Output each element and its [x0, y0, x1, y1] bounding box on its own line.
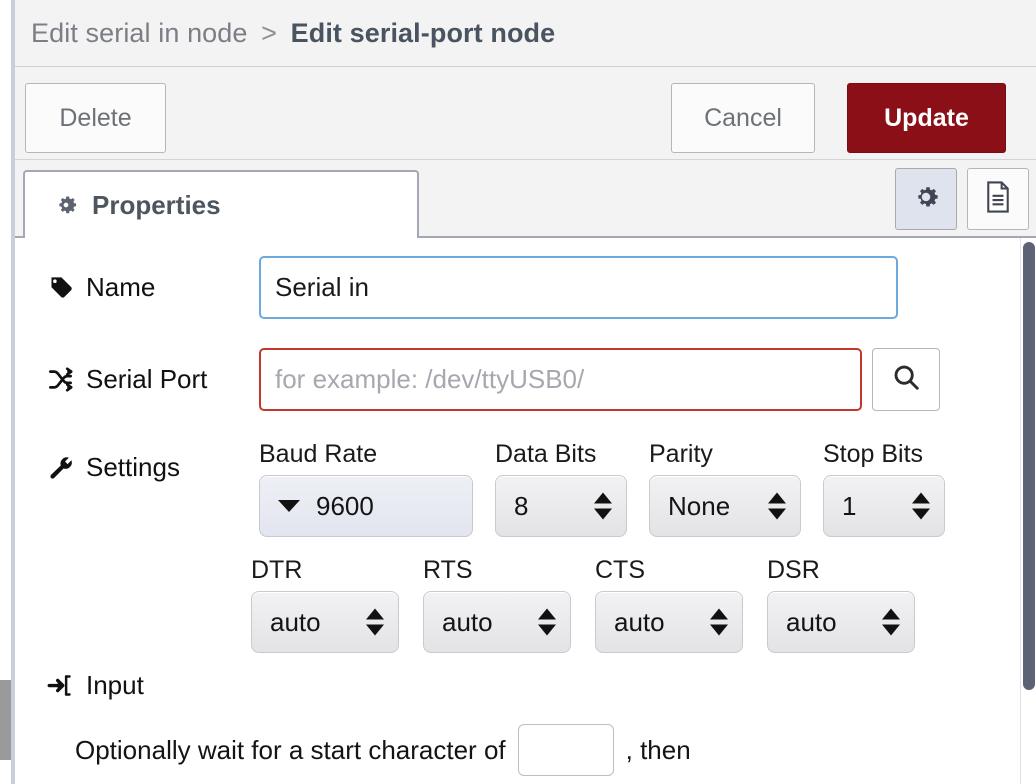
stepper-arrows-icon[interactable]	[538, 608, 556, 636]
update-button[interactable]: Update	[847, 83, 1006, 153]
stop-bits-select[interactable]: 1	[823, 475, 945, 537]
name-input[interactable]	[259, 256, 898, 319]
vertical-scrollbar-track[interactable]	[1020, 238, 1036, 784]
breadcrumb-current: Edit serial-port node	[290, 17, 556, 48]
start-character-prefix: Optionally wait for a start character of	[75, 734, 506, 765]
select-group-stop-bits: Stop Bits 1	[823, 440, 945, 537]
field-row-serial-port: Serial Port	[47, 348, 940, 411]
vertical-scrollbar-thumb[interactable]	[1023, 242, 1035, 690]
start-character-input[interactable]	[517, 724, 614, 776]
chevron-down-icon	[278, 500, 300, 512]
serial-port-search-button[interactable]	[872, 348, 940, 411]
cancel-button[interactable]: Cancel	[671, 83, 815, 153]
rts-caption: RTS	[423, 556, 473, 584]
parity-caption: Parity	[649, 440, 713, 468]
dialog-button-bar: Delete Cancel Update	[14, 67, 1036, 160]
tab-properties[interactable]: Properties	[23, 170, 419, 238]
rts-value: auto	[442, 606, 493, 637]
settings-label-text: Settings	[86, 452, 180, 482]
baud-rate-value: 9600	[316, 490, 374, 521]
input-section-label-text: Input	[86, 670, 144, 700]
stepper-arrows-icon[interactable]	[594, 492, 612, 520]
breadcrumb-parent[interactable]: Edit serial in node	[31, 17, 248, 48]
dsr-caption: DSR	[767, 556, 820, 584]
stepper-arrows-icon[interactable]	[912, 492, 930, 520]
select-group-cts: CTS auto	[595, 556, 743, 653]
dialog-form-body: Name Serial Port	[14, 238, 1036, 784]
stepper-arrows-icon[interactable]	[366, 608, 384, 636]
select-group-parity: Parity None	[649, 440, 801, 537]
breadcrumb-separator: >	[261, 17, 278, 48]
dtr-caption: DTR	[251, 556, 303, 584]
dtr-value: auto	[270, 606, 321, 637]
select-group-baud-rate: Baud Rate 9600	[259, 440, 473, 537]
gear-icon	[53, 192, 79, 218]
dialog-left-edge	[11, 0, 15, 784]
breadcrumb: Edit serial in node > Edit serial-port n…	[31, 18, 555, 49]
stepper-arrows-icon[interactable]	[882, 608, 900, 636]
wrench-icon	[47, 454, 74, 481]
name-label: Name	[47, 272, 259, 303]
parity-select[interactable]: None	[649, 475, 801, 537]
delete-button[interactable]: Delete	[25, 83, 166, 153]
cts-value: auto	[614, 606, 665, 637]
tab-underline	[15, 236, 1036, 238]
dtr-select[interactable]: auto	[251, 591, 399, 653]
select-group-dsr: DSR auto	[767, 556, 915, 653]
gear-icon	[911, 182, 941, 217]
data-bits-caption: Data Bits	[495, 440, 597, 468]
sign-in-icon	[47, 672, 74, 699]
tag-icon	[47, 274, 74, 301]
stepper-arrows-icon[interactable]	[768, 492, 786, 520]
dialog-header: Edit serial in node > Edit serial-port n…	[14, 0, 1036, 67]
rts-select[interactable]: auto	[423, 591, 571, 653]
stepper-arrows-icon[interactable]	[710, 608, 728, 636]
select-group-dtr: DTR auto	[251, 556, 399, 653]
start-character-suffix: , then	[625, 734, 691, 765]
baud-rate-caption: Baud Rate	[259, 440, 378, 468]
outer-scrollbar-thumb[interactable]	[0, 680, 11, 760]
select-group-rts: RTS auto	[423, 556, 571, 653]
input-section-label: Input	[47, 670, 144, 701]
field-row-name: Name	[47, 256, 898, 319]
parity-value: None	[668, 490, 731, 521]
cts-caption: CTS	[595, 556, 645, 584]
name-label-text: Name	[86, 272, 156, 302]
data-bits-select[interactable]: 8	[495, 475, 627, 537]
properties-panel-button[interactable]	[895, 168, 957, 230]
description-panel-button[interactable]	[967, 168, 1029, 230]
serial-port-label: Serial Port	[47, 364, 259, 395]
data-bits-value: 8	[514, 490, 529, 521]
select-group-data-bits: Data Bits 8	[495, 440, 627, 537]
cts-select[interactable]: auto	[595, 591, 743, 653]
description-icon	[983, 180, 1013, 219]
tab-strip: Properties	[14, 160, 1036, 238]
field-row-start-character: Optionally wait for a start character of…	[75, 724, 691, 776]
field-row-flow-control: DTR auto RTS auto CTS auto	[251, 556, 915, 653]
dsr-select[interactable]: auto	[767, 591, 915, 653]
shuffle-icon	[47, 366, 74, 393]
dsr-value: auto	[786, 606, 837, 637]
settings-label: Settings	[47, 440, 259, 483]
field-row-settings: Settings Baud Rate 9600 Data Bits 8	[47, 440, 945, 537]
section-header-input: Input	[47, 670, 144, 701]
stop-bits-caption: Stop Bits	[823, 440, 924, 468]
search-icon	[891, 362, 921, 397]
serial-port-label-text: Serial Port	[86, 364, 208, 394]
tab-properties-label: Properties	[92, 189, 221, 220]
baud-rate-select[interactable]: 9600	[259, 475, 473, 537]
stop-bits-value: 1	[842, 490, 857, 521]
serial-port-input[interactable]	[259, 348, 862, 411]
